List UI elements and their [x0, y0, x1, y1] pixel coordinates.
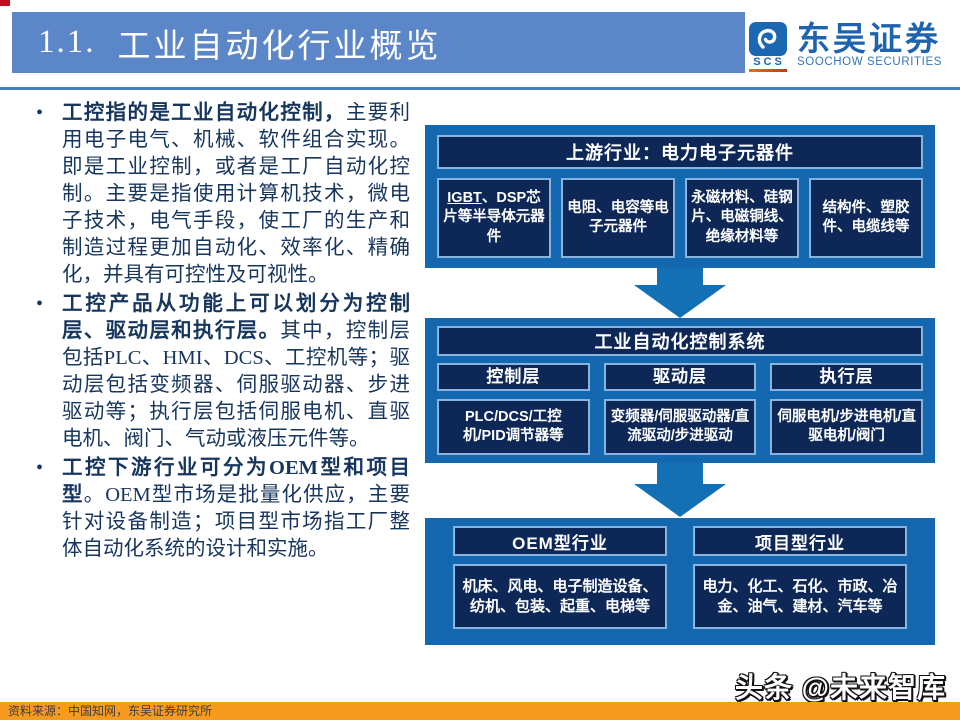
logo-scs-label: SCS: [753, 56, 785, 68]
arrow-head: [634, 285, 726, 318]
industry-chain-diagram: 上游行业：电力电子元器件 IGBT、DSP芯片等半导体元器件 电阻、电容等电子元…: [425, 125, 935, 645]
bullet-body: 主要利用电子电气、机械、软件组合实现。即是工业控制，或者是工厂自动化控制。主要是…: [62, 102, 411, 286]
bullet-marker: •: [36, 102, 44, 124]
upstream-item-text: 、DSP芯片等半导体元器件: [443, 190, 545, 245]
brand-logo: SCS 东吴证券 SOOCHOW SECURITIES: [749, 22, 942, 72]
corner-mark: [0, 0, 10, 6]
layer-detail: PLC/DCS/工控机/PID调节器等: [437, 399, 590, 455]
bullet-body: 其中，控制层包括PLC、HMI、DCS、工控机等；驱动层包括变频器、伺服驱动器、…: [62, 320, 411, 450]
brand-name-cn: 东吴证券: [797, 20, 942, 57]
bullet-item: • 工控产品从功能上可以划分为控制层、驱动层和执行层。其中，控制层包括PLC、HM…: [30, 291, 410, 453]
source-text: 资料来源：中国知网，东吴证券研究所: [8, 704, 213, 718]
upstream-item: 永磁材料、硅钢片、电磁铜线、绝缘材料等: [685, 178, 799, 258]
watermark: 头条 @未来智库: [734, 672, 946, 703]
layer-label: 驱动层: [603, 363, 757, 391]
bullet-marker: •: [36, 293, 44, 315]
scs-swirl-icon: [749, 22, 788, 56]
downstream-header: OEM型行业: [453, 526, 667, 556]
header-divider: [0, 87, 960, 90]
system-header: 工业自动化控制系统: [437, 326, 923, 356]
bullet-item: • 工控指的是工业自动化控制，主要利用电子电气、机械、软件组合实现。即是工业控制，…: [30, 100, 410, 289]
layer-label: 执行层: [770, 363, 924, 391]
upstream-item: 结构件、塑胶件、电缆线等: [809, 178, 923, 258]
downstream-detail: 机床、风电、电子制造设备、纺机、包装、起重、电梯等: [453, 564, 667, 629]
logo-text-block: 东吴证券 SOOCHOW SECURITIES: [797, 22, 942, 69]
bullet-list: • 工控指的是工业自动化控制，主要利用电子电气、机械、软件组合实现。即是工业控制，…: [30, 100, 410, 565]
bullet-item: • 工控下游行业可分为OEM型和项目型。OEM型市场是批量化供应，主要针对设备制造…: [30, 455, 410, 563]
downstream-columns: OEM型行业 机床、风电、电子制造设备、纺机、包装、起重、电梯等 项目型行业 电…: [453, 526, 907, 637]
down-arrow-icon: [425, 268, 935, 318]
title-banner: 1.1. 工业自动化行业概览: [12, 12, 745, 73]
bullet-marker: •: [36, 457, 44, 479]
downstream-column-oem: OEM型行业 机床、风电、电子制造设备、纺机、包装、起重、电梯等: [453, 526, 667, 637]
control-system-section: 工业自动化控制系统 控制层 驱动层 执行层 PLC/DCS/工控机/PID调节器…: [425, 318, 935, 463]
downstream-detail: 电力、化工、石化、市政、冶金、油气、建材、汽车等: [693, 564, 907, 629]
arrow-stem: [657, 463, 703, 484]
upstream-item: IGBT、DSP芯片等半导体元器件: [437, 178, 551, 258]
logo-underline: [749, 69, 788, 72]
layer-detail: 伺服电机/步进电机/直驱电机/阀门: [770, 399, 924, 455]
layer-label: 控制层: [437, 363, 590, 391]
page-title: 工业自动化行业概览: [117, 28, 442, 65]
downstream-header: 项目型行业: [693, 526, 907, 556]
downstream-column-project: 项目型行业 电力、化工、石化、市政、冶金、油气、建材、汽车等: [693, 526, 907, 637]
layer-detail: 变频器/伺服驱动器/直流驱动/步进驱动: [603, 399, 757, 455]
upstream-items-row: IGBT、DSP芯片等半导体元器件 电阻、电容等电子元器件 永磁材料、硅钢片、电…: [437, 178, 923, 258]
upstream-section: 上游行业：电力电子元器件 IGBT、DSP芯片等半导体元器件 电阻、电容等电子元…: [425, 125, 935, 268]
upstream-item-underlined: IGBT: [447, 190, 482, 207]
upstream-header: 上游行业：电力电子元器件: [437, 135, 923, 169]
brand-name-en: SOOCHOW SECURITIES: [797, 56, 942, 68]
arrow-stem: [657, 268, 703, 285]
bullet-lead: 工控下游行业可分为OEM型和项目型: [62, 457, 410, 506]
logo-mark-block: SCS: [749, 22, 789, 72]
section-number: 1.1.: [38, 24, 96, 60]
source-bar: 资料来源：中国知网，东吴证券研究所: [0, 702, 960, 720]
layer-labels-row: 控制层 驱动层 执行层: [437, 363, 924, 391]
bullet-body: 。OEM型市场是批量化供应，主要针对设备制造；项目型市场指工厂整体自动化系统的设…: [62, 484, 410, 560]
bullet-lead: 工控产品从功能上可以划分为控制层、驱动层和执行层。: [62, 293, 410, 342]
bullet-lead: 工控指的是工业自动化控制，: [62, 102, 346, 124]
upstream-item: 电阻、电容等电子元器件: [561, 178, 675, 258]
layer-details-row: PLC/DCS/工控机/PID调节器等 变频器/伺服驱动器/直流驱动/步进驱动 …: [437, 399, 924, 455]
arrow-head: [634, 484, 726, 517]
down-arrow-icon: [425, 463, 935, 518]
downstream-section: OEM型行业 机床、风电、电子制造设备、纺机、包装、起重、电梯等 项目型行业 电…: [425, 518, 935, 645]
